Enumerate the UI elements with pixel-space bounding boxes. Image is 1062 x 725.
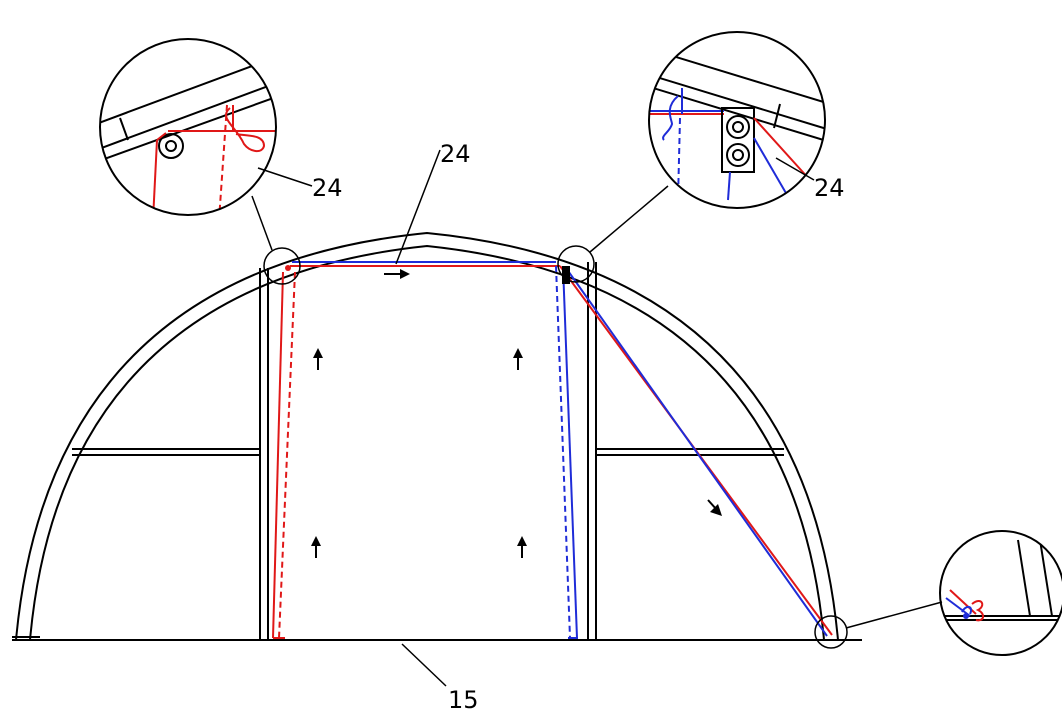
- callout-15-bottom: 15: [448, 686, 479, 714]
- leader-lines: [251, 185, 943, 629]
- direction-arrows: [311, 269, 722, 558]
- arrow-up: [313, 348, 323, 370]
- arch-frame: [15, 231, 839, 641]
- blue-rope: [292, 261, 828, 639]
- ground-line: [12, 636, 862, 641]
- red-rope: [272, 265, 833, 639]
- detail-zoom-bottom-right: [939, 530, 1062, 656]
- door-frame: [259, 262, 597, 640]
- detail-zoom-top-left: [99, 38, 277, 216]
- cross-bars: [72, 448, 784, 456]
- callout-24-top-left: 24: [312, 174, 343, 202]
- detail-markers: [263, 245, 848, 649]
- arrow-up: [513, 348, 523, 370]
- arrow-up: [311, 536, 321, 558]
- detail-zoom-top-right: [648, 31, 826, 209]
- callout-24-top-center: 24: [440, 140, 471, 168]
- arrow-right: [384, 269, 410, 279]
- arrow-diagonal-down: [707, 499, 722, 516]
- pulley-block: [562, 266, 570, 284]
- arrow-up: [517, 536, 527, 558]
- callout-24-top-right: 24: [814, 174, 845, 202]
- callout-leaders: [257, 149, 815, 687]
